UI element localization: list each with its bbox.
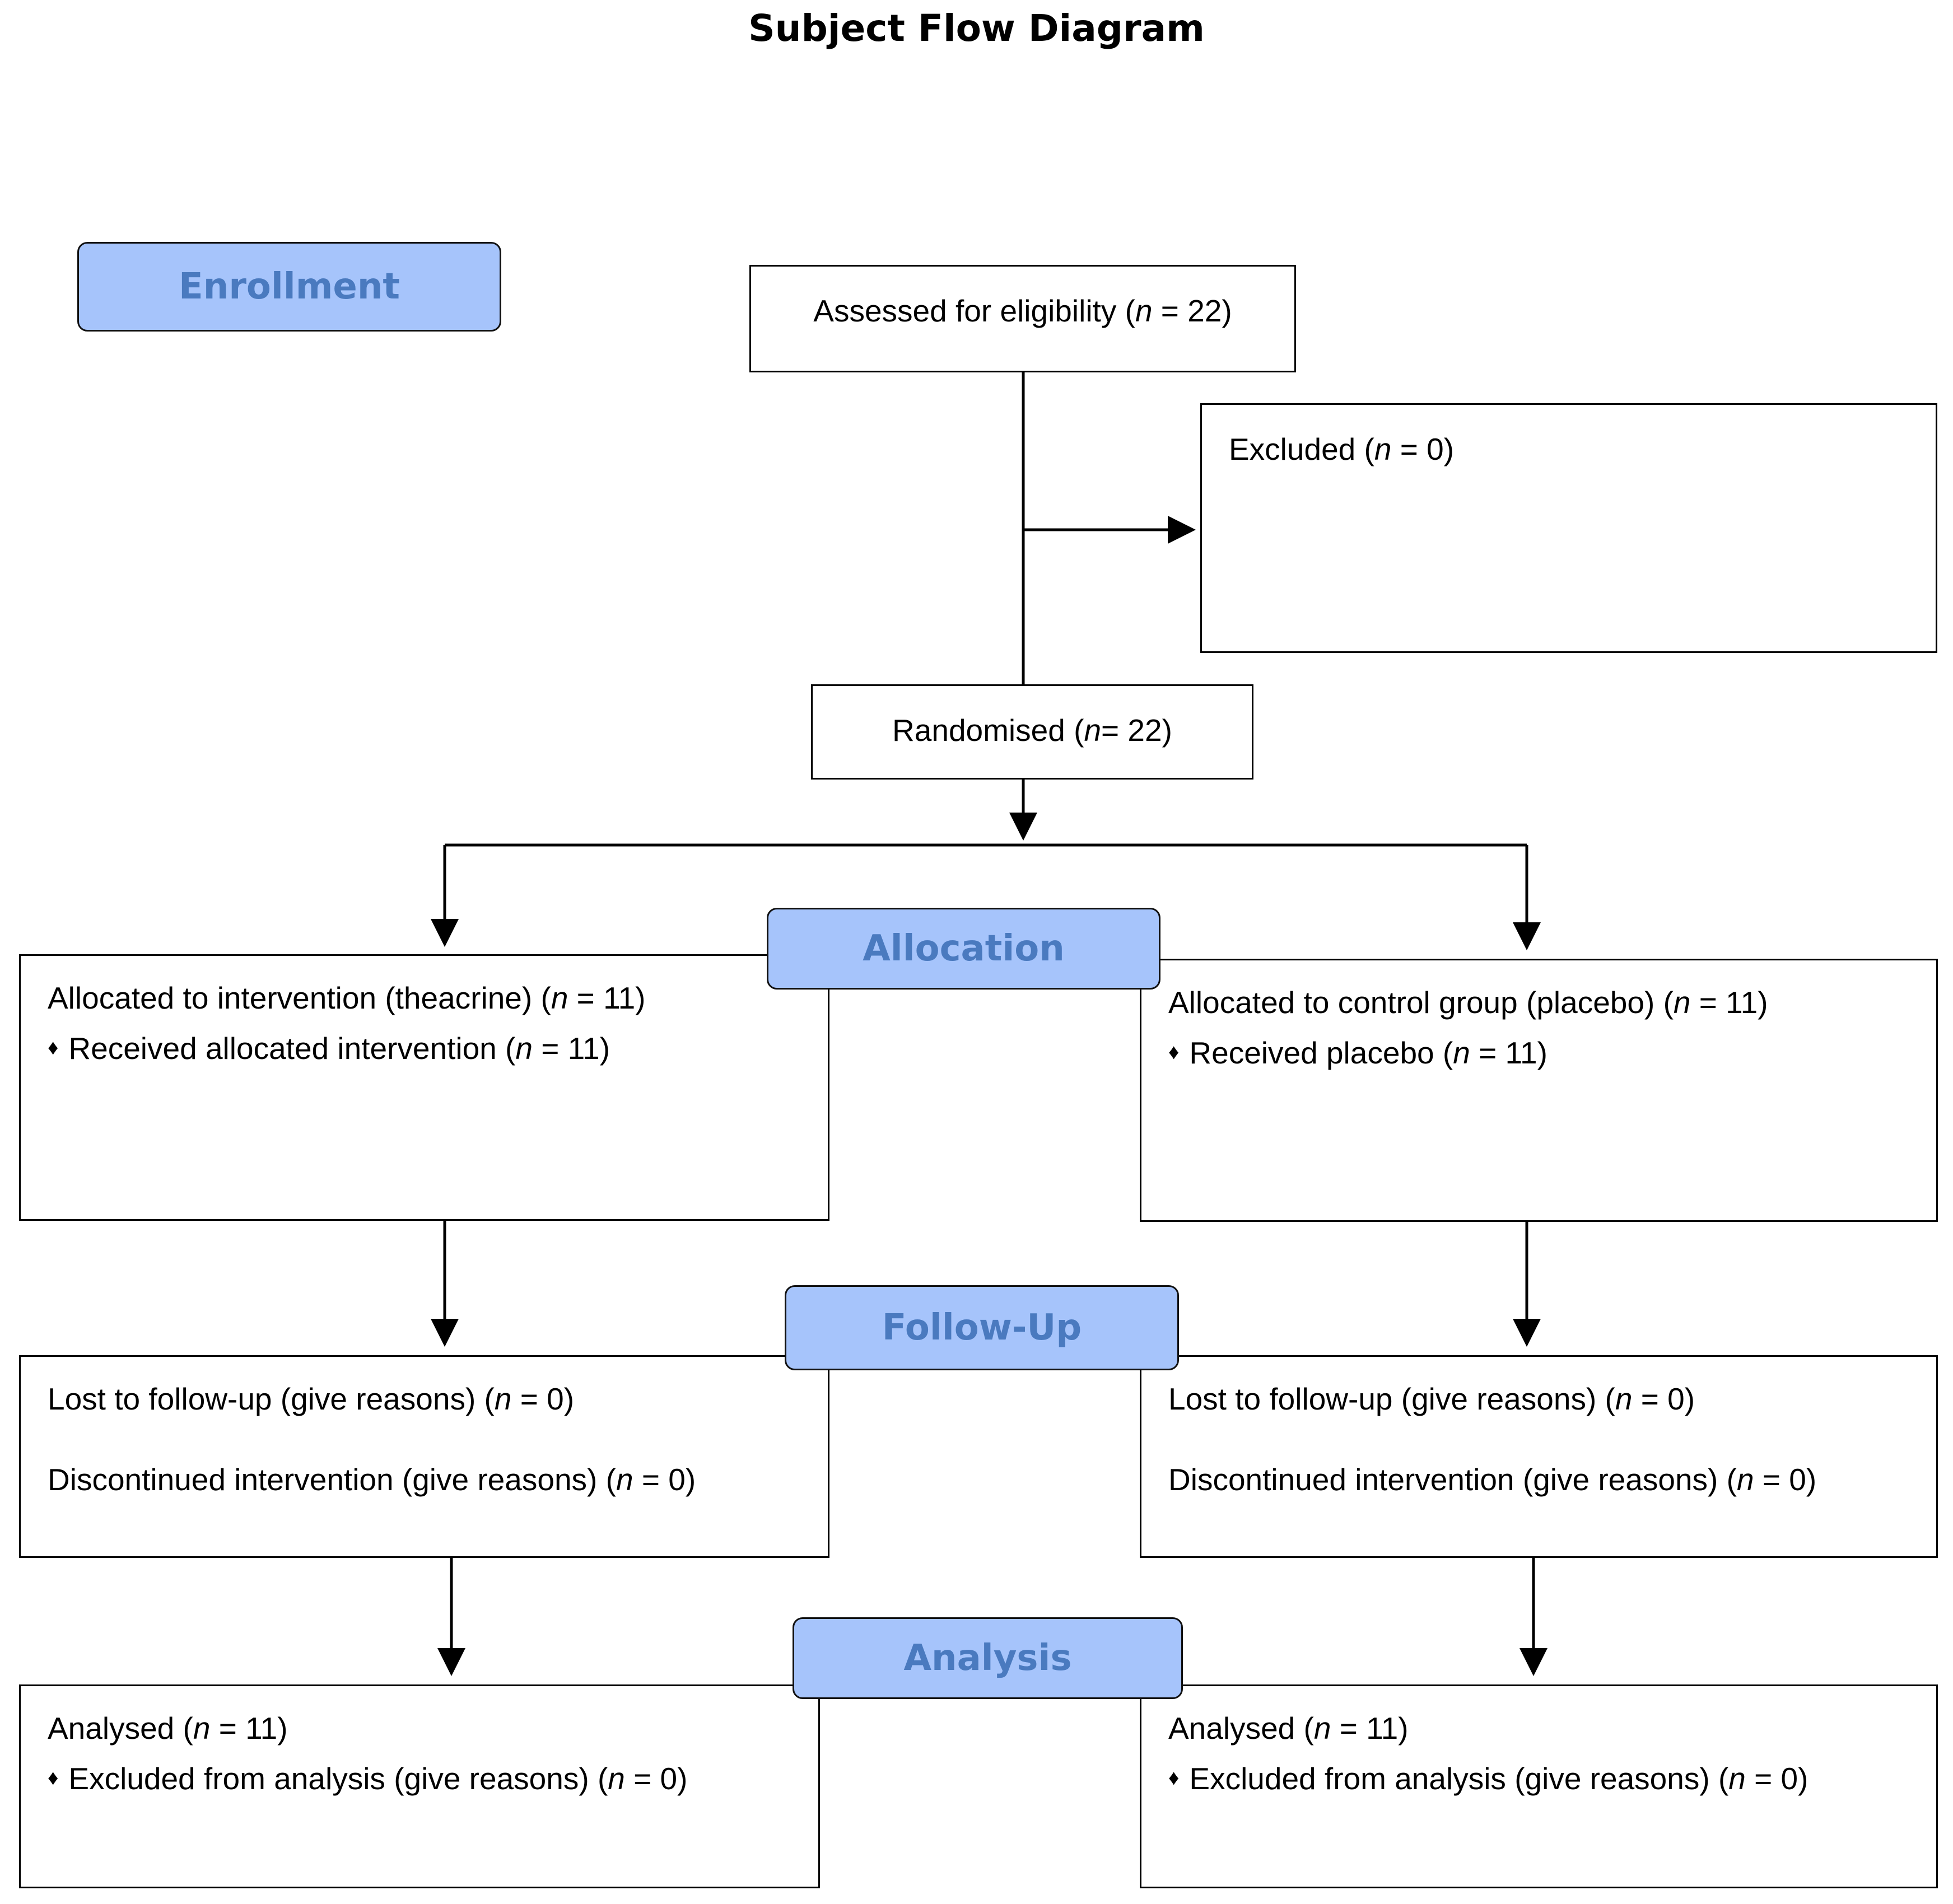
intervention-followup-box: Lost to follow-up (give reasons) (n = 0)… bbox=[19, 1355, 829, 1558]
control-analysis-box: Analysed (n = 11) ♦Excluded from analysi… bbox=[1140, 1684, 1938, 1888]
control-excluded-analysis-text: Excluded from analysis (give reasons) ( bbox=[1189, 1761, 1729, 1796]
stage-allocation: Allocation bbox=[767, 908, 1160, 990]
stage-allocation-label: Allocation bbox=[863, 928, 1065, 969]
assessed-text: Assessed for eligibility ( bbox=[813, 293, 1135, 328]
control-allocated-text: Allocated to control group (placebo) ( bbox=[1168, 985, 1674, 1020]
intervention-analysed-text: Analysed ( bbox=[48, 1711, 193, 1746]
intervention-analysis-box: Analysed (n = 11) ♦Excluded from analysi… bbox=[19, 1684, 820, 1888]
control-allocation-box: Allocated to control group (placebo) (n … bbox=[1140, 959, 1938, 1222]
intervention-allocation-box: Allocated to intervention (theacrine) (n… bbox=[19, 954, 829, 1221]
excluded-box: Excluded (n = 0) bbox=[1200, 403, 1937, 653]
bullet-icon: ♦ bbox=[48, 1766, 59, 1790]
bullet-icon: ♦ bbox=[48, 1036, 59, 1060]
intervention-excluded-analysis-text: Excluded from analysis (give reasons) ( bbox=[68, 1761, 608, 1796]
diagram-title: Subject Flow Diagram bbox=[748, 7, 1205, 50]
intervention-discontinued-text: Discontinued intervention (give reasons)… bbox=[48, 1462, 616, 1497]
bullet-icon: ♦ bbox=[1168, 1040, 1180, 1064]
stage-followup: Follow-Up bbox=[785, 1285, 1179, 1370]
bullet-icon: ♦ bbox=[1168, 1766, 1180, 1790]
intervention-lost-text: Lost to follow-up (give reasons) ( bbox=[48, 1382, 495, 1416]
stage-enrollment: Enrollment bbox=[77, 242, 501, 332]
stage-enrollment-label: Enrollment bbox=[179, 266, 400, 307]
randomised-text: Randomised ( bbox=[892, 713, 1084, 748]
control-received-text: Received placebo ( bbox=[1189, 1035, 1453, 1070]
control-followup-box: Lost to follow-up (give reasons) (n = 0)… bbox=[1140, 1355, 1938, 1558]
intervention-allocated-text: Allocated to intervention (theacrine) ( bbox=[48, 981, 551, 1015]
excluded-text: Excluded ( bbox=[1229, 432, 1374, 466]
stage-analysis-label: Analysis bbox=[903, 1637, 1072, 1679]
assessed-box: Assessed for eligibility (n = 22) bbox=[749, 265, 1296, 372]
control-lost-text: Lost to follow-up (give reasons) ( bbox=[1168, 1382, 1615, 1416]
stage-analysis: Analysis bbox=[793, 1617, 1183, 1699]
control-discontinued-text: Discontinued intervention (give reasons)… bbox=[1168, 1462, 1737, 1497]
intervention-received-text: Received allocated intervention ( bbox=[68, 1031, 516, 1066]
randomised-box: Randomised (n= 22) bbox=[811, 684, 1253, 780]
stage-followup-label: Follow-Up bbox=[882, 1307, 1082, 1348]
control-analysed-text: Analysed ( bbox=[1168, 1711, 1314, 1746]
